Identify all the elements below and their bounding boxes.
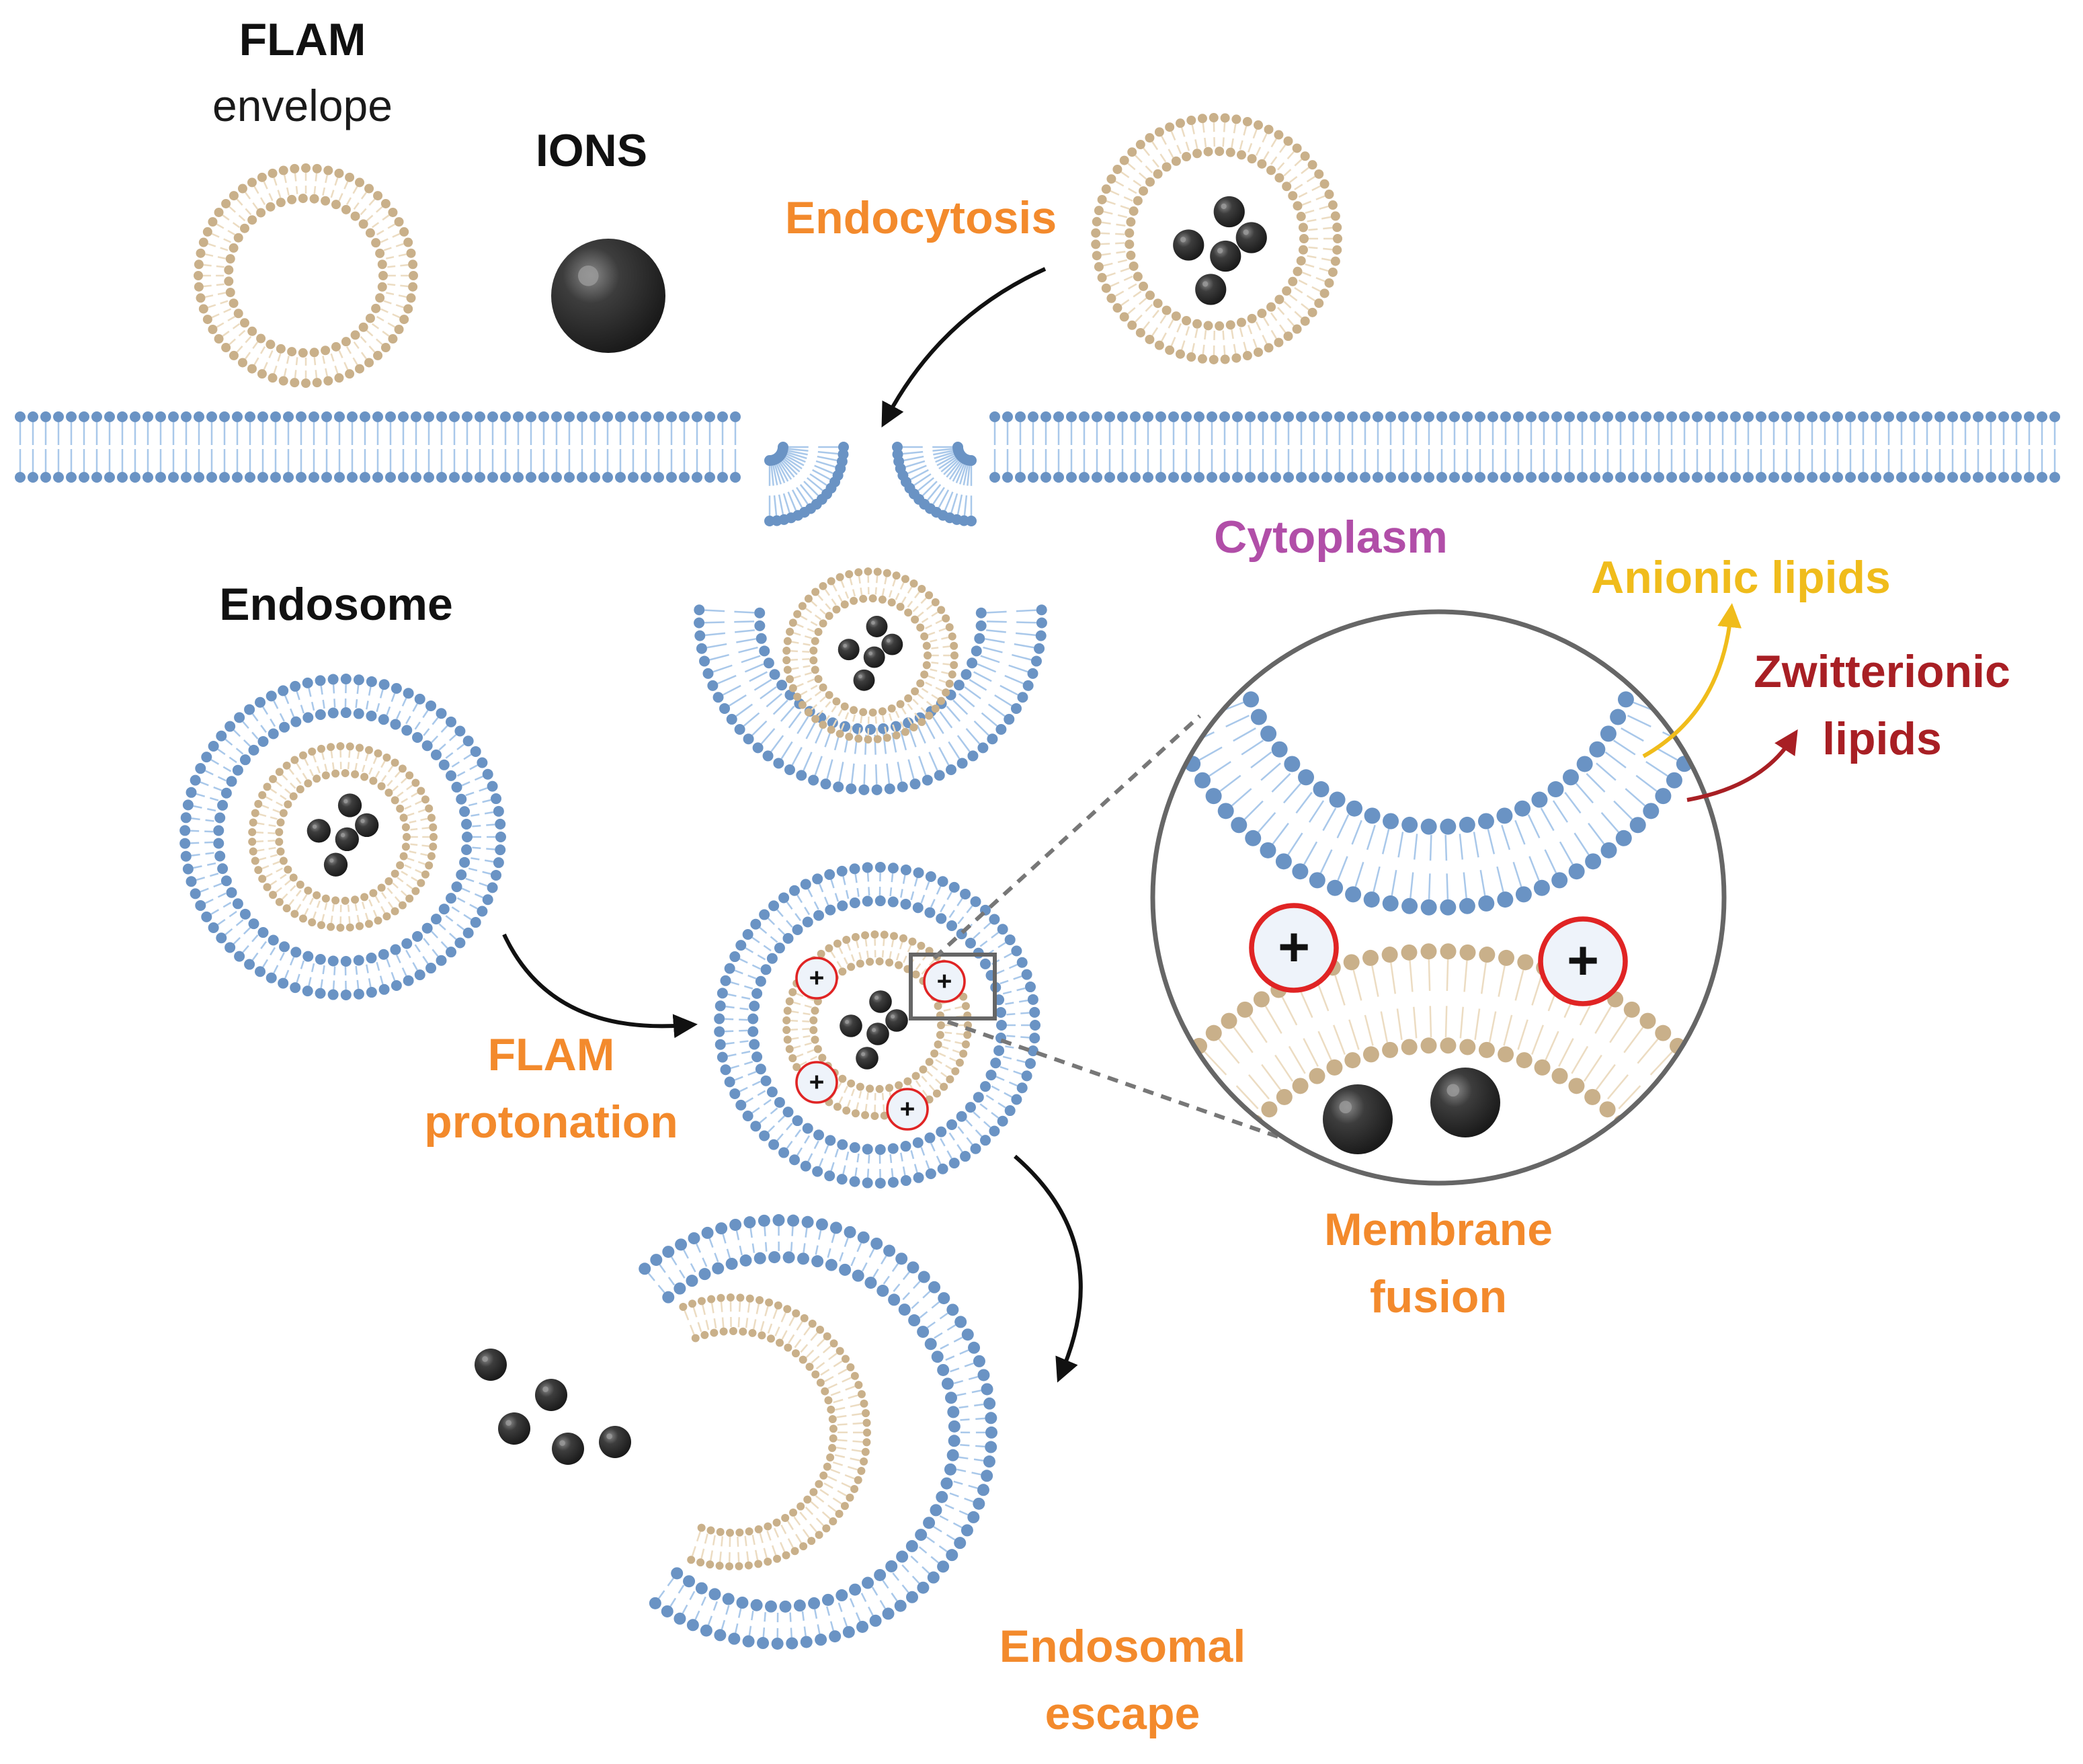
zoom-charge-badge-right: + (1541, 919, 1625, 1004)
released-ion-1 (475, 1349, 507, 1381)
cytoplasm-label: Cytoplasm (1183, 511, 1479, 563)
zoom-ion-2 (1430, 1068, 1500, 1137)
charge-badge-2: + (924, 961, 965, 1002)
ion-particle (869, 990, 892, 1013)
endocytosis-arrow (887, 269, 1045, 417)
ion-particle (1173, 229, 1204, 260)
zoom-inset: ++ (934, 612, 1779, 1230)
escape-arrow (1015, 1156, 1081, 1371)
membrane-fusion-label-line1: Membrane (1291, 1203, 1586, 1256)
ion-particle (881, 634, 903, 655)
endosome-label: Endosome (181, 578, 491, 631)
flam-title-label: FLAM (202, 13, 403, 66)
ion-particle (854, 670, 875, 691)
charge-badge-1: + (797, 958, 837, 998)
flam-protonation-label-line1: FLAM (417, 1029, 686, 1081)
endocytosis-label: Endocytosis (766, 192, 1075, 244)
ion-particle (864, 647, 885, 668)
ion-particle (355, 813, 378, 837)
svg-text:+: + (937, 967, 952, 996)
released-ion-2 (535, 1379, 567, 1411)
ions-label: IONS (491, 124, 692, 177)
svg-text:+: + (900, 1095, 915, 1124)
membrane-shoulder-left (764, 442, 849, 526)
loaded-flam-ions (1173, 196, 1267, 305)
protonation-arrow (504, 934, 686, 1026)
endosome-ions (307, 793, 379, 876)
ion-particle (1214, 196, 1245, 227)
ion-legend-sphere (551, 239, 665, 353)
ion-particle (840, 1014, 862, 1037)
zwitterionic-lipids-label-line2: lipids (1748, 713, 2016, 765)
ruptured-endosome (639, 1214, 997, 1650)
endosomal-escape-label-line1: Endosomal (975, 1620, 1270, 1673)
charge-badge-3: + (797, 1062, 837, 1102)
ion-particle (866, 1023, 889, 1045)
released-ion-4 (552, 1433, 584, 1465)
membrane-left-segment (15, 411, 741, 483)
ion-particle (856, 1047, 879, 1070)
flam-envelope-vesicle (194, 163, 418, 388)
released-ion-3 (498, 1412, 530, 1445)
charge-badge-4: + (887, 1089, 928, 1129)
ion-particle (1210, 241, 1241, 272)
anionic-lipids-label: Anionic lipids (1566, 551, 1916, 604)
zoom-charge-badge-left: + (1252, 906, 1336, 990)
ion-particle (338, 793, 362, 817)
ion-particle (885, 1009, 908, 1032)
ion-particle (1236, 222, 1267, 253)
flam-envelope-label: envelope (168, 81, 437, 132)
svg-text:+: + (809, 964, 825, 993)
ion-particle (307, 819, 331, 842)
membrane-right-segment (989, 411, 2060, 483)
ion-particle (1195, 274, 1226, 305)
svg-text:+: + (1278, 916, 1310, 977)
loaded-flam-vesicle (1091, 113, 1342, 364)
ion-particle (838, 639, 860, 660)
ion-particle (335, 828, 359, 851)
released-ion-5 (599, 1426, 631, 1458)
endosomal-escape-label-line2: escape (988, 1687, 1257, 1740)
svg-text:+: + (1567, 930, 1599, 991)
pit-flam-ions (838, 616, 903, 691)
svg-text:+: + (809, 1068, 825, 1097)
membrane-fusion-label-line2: fusion (1304, 1271, 1573, 1323)
ion-particle (324, 853, 348, 877)
membrane-shoulder-right (892, 442, 977, 526)
zoom-ion-1 (1323, 1084, 1393, 1154)
ruptured-inner-flam (679, 1293, 871, 1570)
protonated-ions (840, 990, 908, 1070)
ion-particle (866, 616, 888, 637)
flam-protonation-label-line2: protonation (390, 1096, 712, 1148)
zwitterionic-lipids-label-line1: Zwitterionic (1727, 645, 2037, 698)
